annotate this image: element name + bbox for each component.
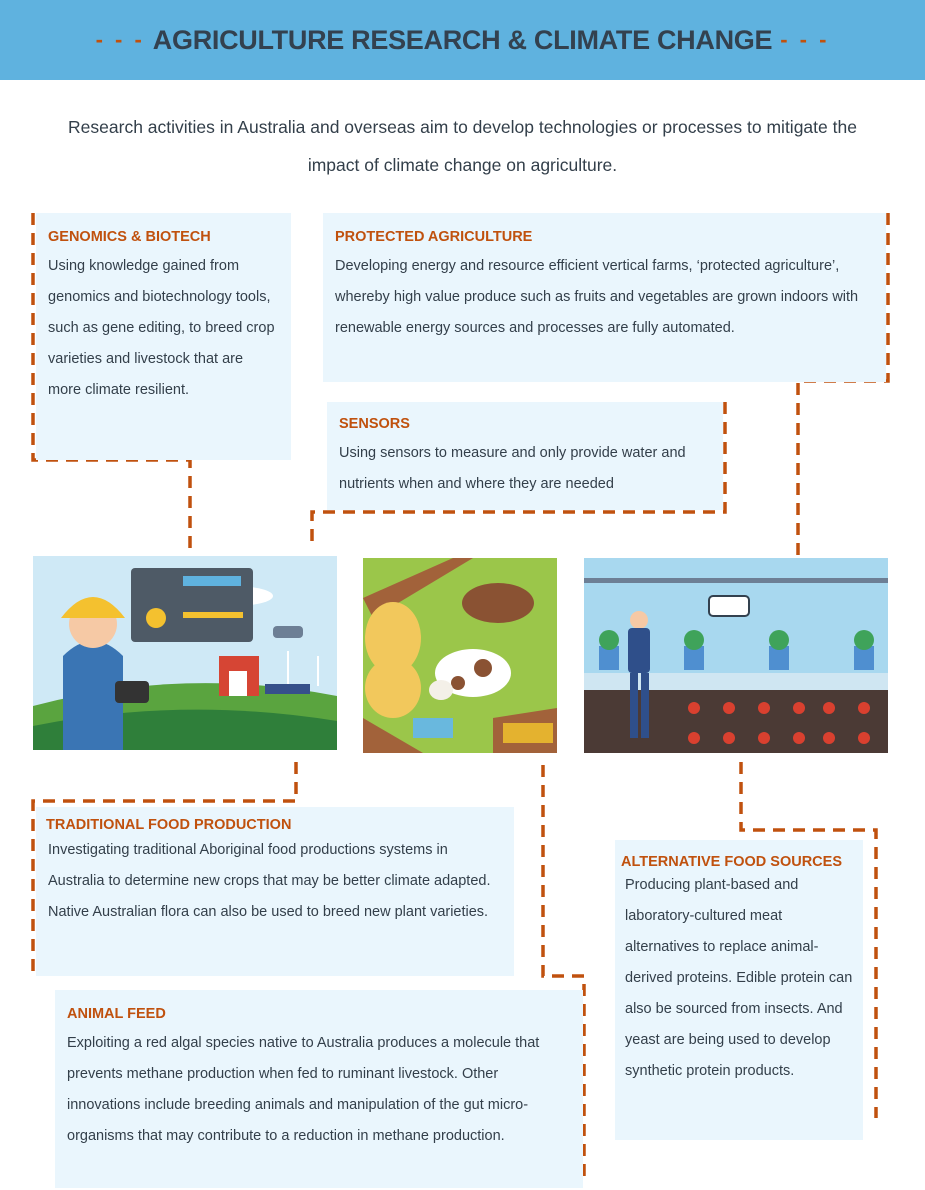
- section-title: GENOMICS & BIOTECH: [48, 229, 211, 245]
- section-text: Using knowledge gained from genomics and…: [48, 258, 275, 398]
- section-text: Developing energy and resource efficient…: [335, 258, 859, 336]
- section-title: PROTECTED AGRICULTURE: [335, 229, 533, 245]
- section-title: ALTERNATIVE FOOD SOURCES: [621, 854, 842, 870]
- section-genomics: GENOMICS & BIOTECH Using knowledge gaine…: [36, 213, 291, 460]
- cows-farm-illustration: [363, 558, 557, 753]
- intro-text: Research activities in Australia and ove…: [68, 117, 857, 175]
- section-text: Exploiting a red algal species native to…: [67, 1035, 540, 1144]
- section-protected-agriculture: PROTECTED AGRICULTURE Developing energy …: [323, 213, 886, 382]
- section-alternative-food-sources: ALTERNATIVE FOOD SOURCES Producing plant…: [615, 840, 863, 1140]
- section-title: TRADITIONAL FOOD PRODUCTION: [46, 817, 292, 833]
- section-text: Using sensors to measure and only provid…: [339, 445, 686, 492]
- header-banner: - - - AGRICULTURE RESEARCH & CLIMATE CHA…: [0, 0, 925, 80]
- section-text: Investigating traditional Aboriginal foo…: [48, 842, 491, 920]
- farmer-drone-illustration: [33, 556, 337, 750]
- header-dashes-left: - - -: [95, 27, 145, 52]
- section-animal-feed: ANIMAL FEED Exploiting a red algal speci…: [55, 990, 583, 1188]
- section-traditional-food-production: TRADITIONAL FOOD PRODUCTION Investigatin…: [36, 807, 514, 976]
- header-dashes-right: - - -: [780, 27, 830, 52]
- page-title: AGRICULTURE RESEARCH & CLIMATE CHANGE: [152, 24, 773, 55]
- section-text: Producing plant-based and laboratory-cul…: [625, 877, 853, 1079]
- section-title: ANIMAL FEED: [67, 1006, 166, 1022]
- indoor-farm-illustration: [584, 558, 888, 753]
- section-title: SENSORS: [339, 416, 410, 432]
- section-sensors: SENSORS Using sensors to measure and onl…: [327, 402, 723, 510]
